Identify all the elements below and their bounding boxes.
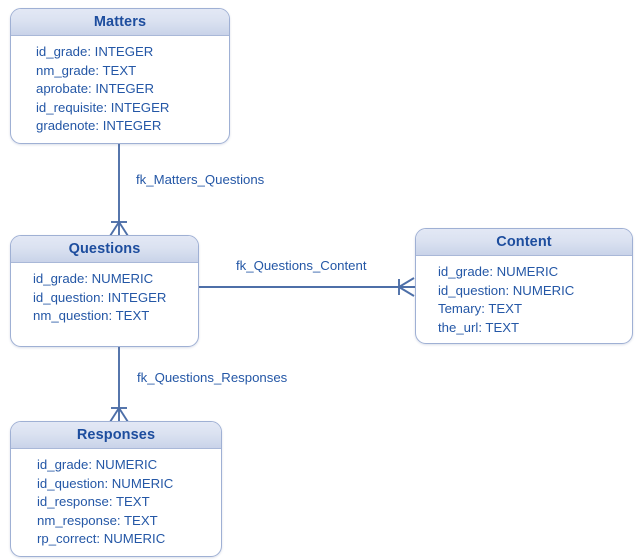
entity-questions-title: Questions — [11, 236, 198, 263]
attribute-row: id_question: NUMERIC — [438, 282, 575, 298]
entity-matters-attributes: id_grade: INTEGER nm_grade: TEXT aprobat… — [11, 36, 229, 143]
attribute-row: Temary: TEXT — [438, 301, 523, 317]
entity-responses[interactable]: Responses id_grade: NUMERIC id_question:… — [10, 421, 222, 557]
relationship-label-questions-responses: fk_Questions_Responses — [137, 370, 288, 385]
entity-content-title: Content — [416, 229, 632, 256]
attribute-row: id_question: INTEGER — [33, 289, 167, 305]
entity-questions-attributes: id_grade: NUMERIC id_question: INTEGER n… — [11, 263, 198, 334]
attribute-row: gradenote: INTEGER — [36, 118, 162, 134]
entity-questions[interactable]: Questions id_grade: NUMERIC id_question:… — [10, 235, 199, 347]
attribute-row: nm_question: TEXT — [33, 308, 150, 324]
entity-content[interactable]: Content id_grade: NUMERIC id_question: N… — [415, 228, 633, 344]
attribute-row: nm_grade: TEXT — [36, 62, 137, 78]
attribute-row: nm_response: TEXT — [37, 512, 158, 528]
connector-questions-responses — [109, 347, 129, 423]
connector-questions-content — [199, 277, 415, 297]
attribute-row: aprobate: INTEGER — [36, 81, 155, 97]
attribute-row: rp_correct: NUMERIC — [37, 531, 166, 547]
attribute-row: id_question: NUMERIC — [37, 475, 174, 491]
attribute-row: id_grade: NUMERIC — [33, 271, 154, 286]
relationship-label-questions-content: fk_Questions_Content — [236, 258, 367, 273]
entity-responses-title: Responses — [11, 422, 221, 449]
attribute-row: id_grade: NUMERIC — [438, 264, 559, 279]
connector-matters-questions — [109, 144, 129, 237]
attribute-row: id_grade: INTEGER — [36, 44, 154, 59]
attribute-row: id_requisite: INTEGER — [36, 99, 170, 115]
relationship-label-matters-questions: fk_Matters_Questions — [136, 172, 265, 187]
attribute-row: the_url: TEXT — [438, 319, 520, 335]
attribute-row: id_response: TEXT — [37, 494, 150, 510]
entity-matters-title: Matters — [11, 9, 229, 36]
entity-matters[interactable]: Matters id_grade: INTEGER nm_grade: TEXT… — [10, 8, 230, 144]
entity-content-attributes: id_grade: NUMERIC id_question: NUMERIC T… — [416, 256, 632, 343]
entity-responses-attributes: id_grade: NUMERIC id_question: NUMERIC i… — [11, 449, 221, 556]
attribute-row: id_grade: NUMERIC — [37, 457, 158, 472]
